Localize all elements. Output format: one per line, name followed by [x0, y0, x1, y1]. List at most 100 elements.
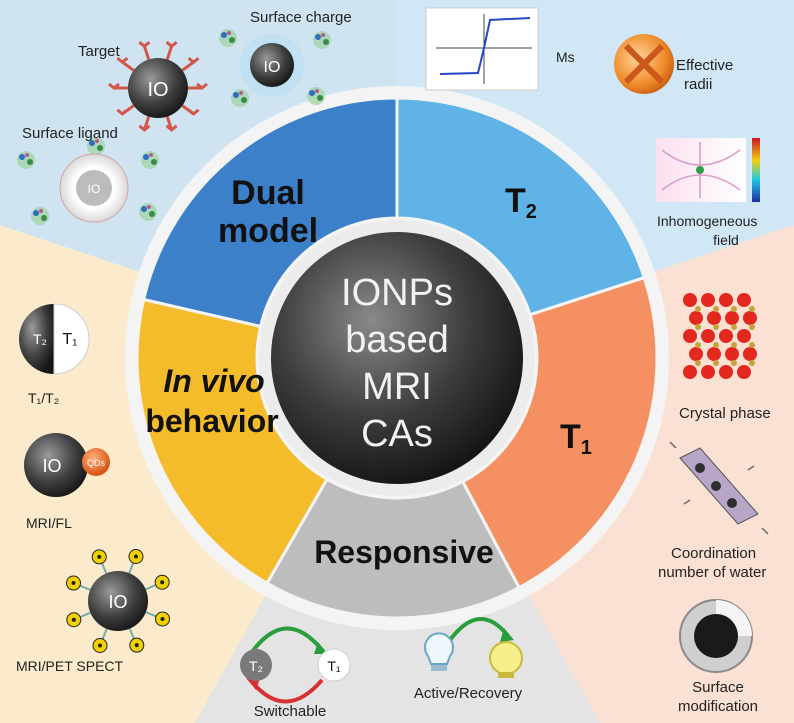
sector-dual — [141, 96, 399, 329]
crystal-oxygen-atom — [743, 311, 757, 325]
crystal-iron-atom — [749, 360, 755, 366]
sector-invivo — [135, 297, 330, 586]
crystal-oxygen-atom — [701, 329, 715, 343]
center-line-1: IONPs — [341, 272, 453, 314]
ligand-molecule-icons — [17, 29, 331, 225]
crystal-oxygen-atom — [707, 311, 721, 325]
target-antibody — [196, 82, 208, 90]
crystal-oxygen-atom — [719, 293, 733, 307]
radioactive-core — [98, 643, 103, 648]
center-line-2: based — [345, 319, 449, 361]
crystal-iron-atom — [713, 306, 719, 312]
label-inhomogeneous-field-line-1: Inhomogeneous — [657, 213, 757, 229]
label-inhomogeneous-field-line-2: field — [713, 232, 739, 248]
mri-pet-particle-icon: IO — [65, 548, 171, 654]
label-coordination-line-2: number of water — [658, 564, 766, 581]
crystal-oxygen-atom — [719, 329, 733, 343]
target-spike — [181, 60, 195, 72]
svg-text:IO: IO — [88, 182, 101, 196]
radioactive-core — [160, 580, 165, 585]
label-ms: Ms — [556, 49, 575, 65]
ligand-molecule-icon — [313, 31, 331, 49]
sector-t1 — [460, 275, 659, 590]
effective-radii-icon — [614, 34, 674, 94]
crystal-oxygen-atom — [725, 347, 739, 361]
sector-t2 — [395, 96, 647, 317]
crystal-phase-icon — [683, 293, 757, 379]
crystal-iron-atom — [695, 306, 701, 312]
crystal-oxygen-atom — [743, 347, 757, 361]
crystal-oxygen-atom — [701, 293, 715, 307]
target-spike — [142, 45, 151, 60]
active-recovery-icon — [424, 617, 523, 678]
label-switchable: Switchable — [254, 703, 327, 720]
crystal-oxygen-atom — [689, 311, 703, 325]
label-mri-fl: MRI/FL — [26, 515, 72, 531]
surface-modification-icon — [679, 599, 753, 673]
target-antibody — [116, 56, 129, 65]
ligand-molecule-icon — [141, 151, 159, 169]
target-nanoparticle-icon: IO — [108, 40, 208, 132]
target-antibody — [165, 124, 178, 132]
crystal-oxygen-atom — [737, 365, 751, 379]
target-antibody — [138, 124, 151, 132]
ligand-molecule-icon — [17, 151, 35, 169]
radioactive-core — [71, 581, 76, 586]
target-antibody — [116, 108, 129, 116]
radioactive-core — [134, 643, 139, 648]
svg-text:T₂: T₂ — [249, 658, 263, 674]
center-line-4: CAs — [361, 413, 433, 455]
label-crystal-phase: Crystal phase — [679, 405, 771, 422]
target-antibody — [187, 56, 200, 65]
crystal-iron-atom — [731, 342, 737, 348]
crystal-oxygen-atom — [683, 293, 697, 307]
ligand-molecule-icon — [231, 89, 249, 107]
label-surface-modification-line-2: modification — [678, 698, 758, 715]
crystal-oxygen-atom — [683, 365, 697, 379]
sector-dual-line-2: model — [218, 212, 318, 250]
svg-text:T₂: T₂ — [33, 331, 47, 347]
ligand-molecule-icon — [87, 137, 105, 155]
crystal-iron-atom — [713, 342, 719, 348]
svg-text:IO: IO — [147, 79, 168, 101]
crystal-oxygen-atom — [719, 365, 733, 379]
crystal-oxygen-atom — [707, 347, 721, 361]
target-antibody — [138, 40, 151, 49]
svg-text:IO: IO — [264, 59, 281, 76]
svg-text:T₁: T₁ — [62, 331, 77, 348]
sector-responsive — [264, 477, 522, 620]
crystal-oxygen-atom — [725, 311, 739, 325]
crystal-iron-atom — [749, 342, 755, 348]
label-surface-ligand: Surface ligand — [22, 125, 118, 142]
crystal-iron-atom — [695, 360, 701, 366]
crystal-iron-atom — [749, 306, 755, 312]
crystal-iron-atom — [695, 342, 701, 348]
radioactive-core — [133, 554, 138, 559]
crystal-iron-atom — [713, 360, 719, 366]
coordination-water-icon — [669, 441, 769, 535]
label-surface-charge: Surface charge — [250, 9, 352, 26]
target-antibody — [187, 108, 200, 116]
svg-text:IO: IO — [108, 592, 127, 612]
ligand-molecule-icon — [31, 207, 49, 225]
crystal-oxygen-atom — [683, 329, 697, 343]
radioactive-core — [71, 617, 76, 622]
inhomogeneous-field-icon — [656, 138, 760, 202]
crystal-iron-atom — [749, 324, 755, 330]
target-spike — [121, 60, 135, 72]
label-t1-t2: T₁/T₂ — [28, 390, 59, 406]
crystal-oxygen-atom — [689, 347, 703, 361]
label-active-recovery: Active/Recovery — [414, 685, 523, 702]
crystal-iron-atom — [695, 324, 701, 330]
target-antibody — [165, 40, 178, 49]
switchable-icon: T₂ T₁ — [240, 626, 351, 704]
sector-ring — [135, 96, 659, 620]
label-mri-pet: MRI/PET SPECT — [16, 658, 124, 674]
sector-responsive-label: Responsive — [314, 534, 494, 570]
ligand-molecule-icon — [139, 203, 157, 221]
surface-ligand-nanoparticle-icon: IO — [59, 153, 129, 223]
svg-text:T₁: T₁ — [327, 658, 341, 674]
sector-dual-line-1: Dual — [231, 174, 305, 212]
svg-text:IO: IO — [42, 456, 61, 476]
mri-fl-particle-icon: IO QDs — [24, 433, 110, 497]
